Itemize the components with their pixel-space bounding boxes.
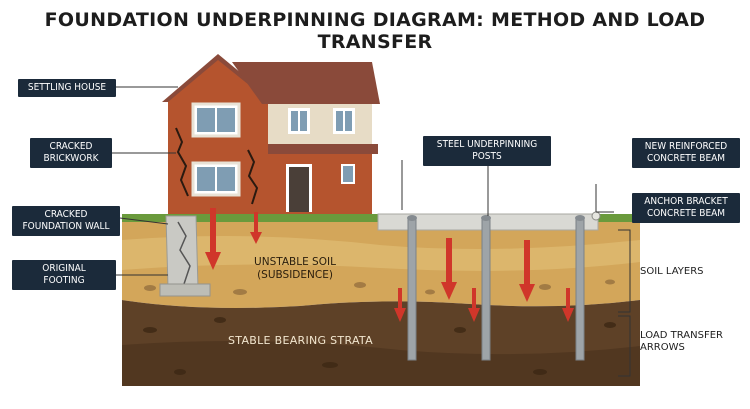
label-new-reinforced-concrete-beam: NEW REINFORCED CONCRETE BEAM (632, 138, 740, 168)
unstable-soil-text: UNSTABLE SOIL (SUBSIDENCE) (254, 256, 336, 281)
steel-post (481, 217, 491, 361)
load-arrow (468, 288, 480, 322)
house-right-upper (268, 104, 372, 144)
label-cracked-brickwork: CRACKED BRICKWORK (30, 138, 112, 168)
load-arrow (250, 212, 262, 244)
house-main-roof (232, 62, 380, 104)
label-steel-underpinning-posts: STEEL UNDERPINNING POSTS (423, 136, 551, 166)
label-soil-layers: SOIL LAYERS (640, 266, 704, 277)
house-right-lower (268, 154, 372, 214)
load-transfer-arrows (205, 208, 574, 322)
load-arrow (562, 288, 574, 322)
steel-post (407, 217, 417, 361)
stable-strata-band (122, 341, 640, 386)
house (162, 54, 380, 214)
brick-crack (247, 149, 259, 205)
stable-strata-text: STABLE BEARING STRATA (228, 334, 373, 347)
load-arrow (394, 288, 406, 322)
anchor-bracket (591, 211, 601, 221)
original-footing (159, 283, 211, 297)
label-load-transfer-arrows: LOAD TRANSFER ARROWS (640, 330, 723, 353)
foundation-crack (177, 221, 191, 285)
label-settling-house: SETTLING HOUSE (18, 79, 116, 97)
load-arrow (441, 238, 457, 300)
load-arrow (519, 240, 535, 302)
load-arrow (205, 208, 221, 270)
label-original-footing: ORIGINAL FOOTING (12, 260, 116, 290)
soil-light-band (122, 236, 640, 271)
diagram-title: FOUNDATION UNDERPINNING DIAGRAM: METHOD … (44, 9, 706, 53)
soil-pebbles (144, 279, 615, 295)
label-cracked-foundation-wall: CRACKED FOUNDATION WALL (12, 206, 120, 236)
label-anchor-bracket-concrete-beam: ANCHOR BRACKET CONCRETE BEAM (632, 193, 740, 223)
brick-crack (175, 127, 189, 197)
strata-pebbles (143, 317, 616, 375)
steel-post (575, 217, 585, 361)
